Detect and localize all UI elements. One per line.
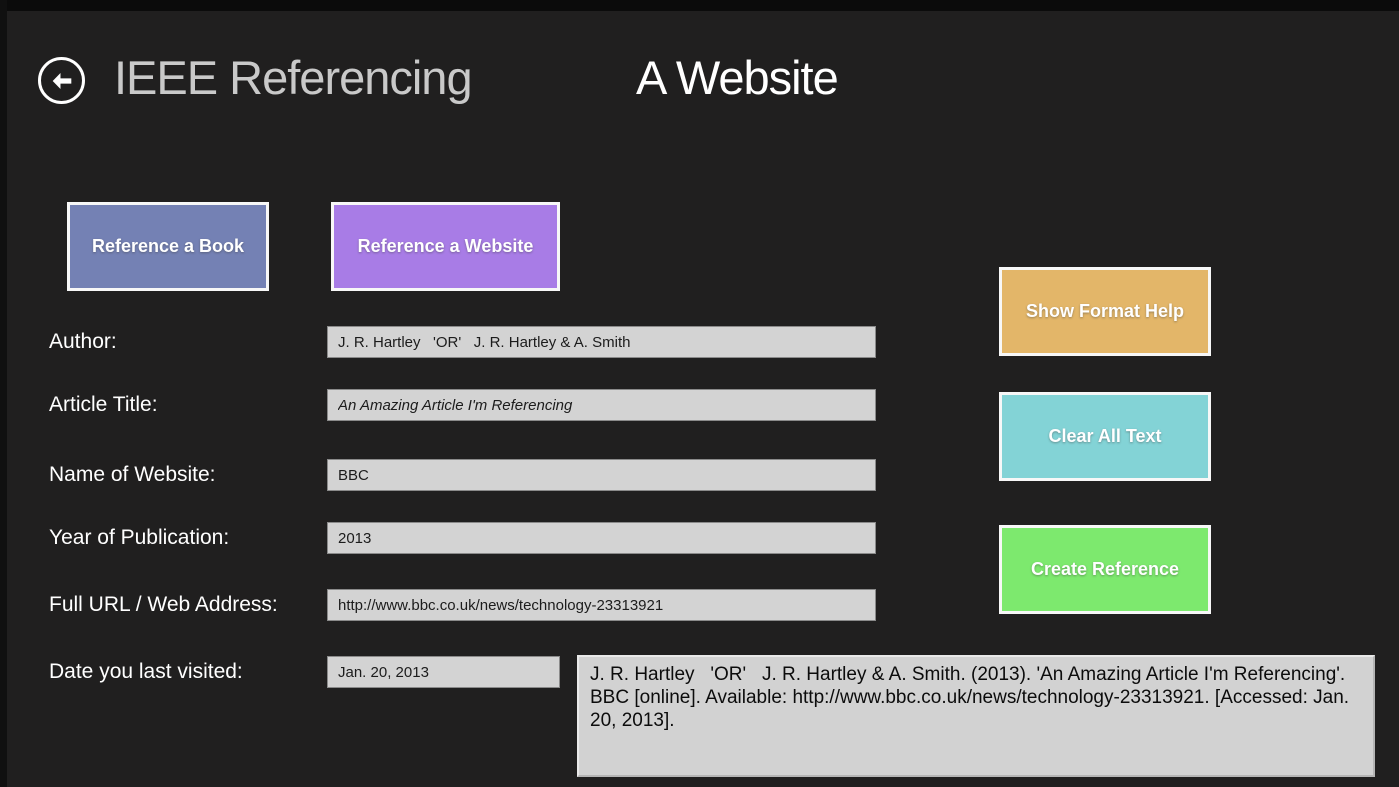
url-label: Full URL / Web Address: [49, 593, 278, 616]
window-left-edge [0, 0, 7, 787]
show-format-help-button[interactable]: Show Format Help [999, 267, 1211, 356]
back-button[interactable] [38, 57, 85, 104]
page-title: A Website [636, 51, 839, 104]
date-visited-input[interactable] [327, 656, 560, 688]
website-name-input[interactable] [327, 459, 876, 491]
website-name-label: Name of Website: [49, 463, 216, 486]
article-title-label: Article Title: [49, 393, 158, 416]
date-visited-label: Date you last visited: [49, 660, 243, 683]
reference-a-book-button[interactable]: Reference a Book [67, 202, 269, 291]
back-arrow-icon [49, 68, 75, 94]
url-input[interactable] [327, 589, 876, 621]
author-label: Author: [49, 330, 117, 353]
window-top-edge [0, 0, 1399, 11]
app-title: IEEE Referencing [114, 51, 473, 104]
year-input[interactable] [327, 522, 876, 554]
author-input[interactable] [327, 326, 876, 358]
reference-a-website-button[interactable]: Reference a Website [331, 202, 560, 291]
reference-output-box[interactable]: J. R. Hartley 'OR' J. R. Hartley & A. Sm… [577, 655, 1375, 777]
create-reference-button[interactable]: Create Reference [999, 525, 1211, 614]
clear-all-text-button[interactable]: Clear All Text [999, 392, 1211, 481]
year-label: Year of Publication: [49, 526, 230, 549]
article-title-input[interactable] [327, 389, 876, 421]
